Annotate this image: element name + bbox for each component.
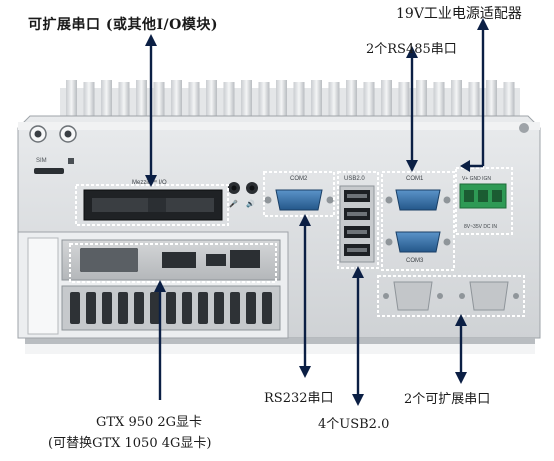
heatsink-fin bbox=[381, 80, 392, 120]
mic-icon: 🎤 bbox=[229, 199, 238, 208]
mezzio-io-slot bbox=[83, 189, 223, 221]
gpu-vent bbox=[70, 292, 80, 324]
sim-label: SIM bbox=[36, 158, 47, 164]
label-usb: 4个USB2.0 bbox=[318, 417, 390, 432]
highlight-gpu bbox=[69, 243, 277, 283]
heatsink-fin bbox=[171, 80, 182, 120]
front-buttons bbox=[29, 123, 529, 143]
arrow-heads bbox=[145, 18, 489, 406]
highlight-expansion bbox=[377, 275, 525, 317]
gpu-vent bbox=[150, 292, 160, 324]
gpu-vent bbox=[86, 292, 96, 324]
sim-slot bbox=[34, 158, 74, 174]
com1-port bbox=[385, 189, 451, 211]
highlight-boxes bbox=[69, 167, 525, 317]
heatsink-fin bbox=[258, 82, 270, 122]
gpu-vent bbox=[246, 292, 256, 324]
heatsink-fin bbox=[223, 82, 235, 122]
gpu-bay bbox=[17, 231, 289, 339]
power-terminal-block bbox=[459, 183, 507, 209]
usb-panel-label: USB2.0 bbox=[344, 176, 365, 182]
gpu-vent bbox=[182, 292, 192, 324]
heatsink-fin bbox=[241, 80, 252, 120]
label-expansion-top: 可扩展串口 (或其他I/O模块) bbox=[28, 17, 218, 33]
gpu-vent bbox=[198, 292, 208, 324]
highlight-power bbox=[455, 167, 513, 235]
label-rs485: 2个RS485串口 bbox=[366, 42, 457, 57]
label-gpu: GTX 950 2G显卡 bbox=[96, 415, 203, 430]
gpu-vent bbox=[118, 292, 128, 324]
heatsink-fin bbox=[188, 82, 200, 122]
gpu-vent bbox=[262, 292, 272, 324]
highlight-com2 bbox=[263, 171, 335, 217]
com1-label: COM1 bbox=[406, 176, 424, 182]
gpu-vent bbox=[166, 292, 176, 324]
com2-label: COM2 bbox=[290, 176, 308, 182]
heatsink-fin bbox=[433, 82, 445, 122]
label-expansion-right: 2个可扩展串口 bbox=[404, 392, 491, 407]
heatsink-fin bbox=[486, 80, 497, 120]
heatsink-fin bbox=[451, 80, 462, 120]
heatsink-fin bbox=[83, 82, 95, 122]
com2-port bbox=[264, 189, 334, 211]
gpu-vent bbox=[134, 292, 144, 324]
heatsink-fin bbox=[66, 80, 77, 120]
heatsink-fin bbox=[398, 82, 410, 122]
heatsink-fin bbox=[328, 82, 340, 122]
label-gpu-alt: (可替换GTX 1050 4G显卡) bbox=[48, 436, 212, 451]
com3-label: COM3 bbox=[406, 258, 424, 264]
heatsink-fin bbox=[293, 82, 305, 122]
highlight-rs485 bbox=[381, 171, 455, 271]
heatsink-fin bbox=[136, 80, 147, 120]
heatsink-fin bbox=[468, 82, 480, 122]
label-power-adapter: 19V工业电源适配器 bbox=[396, 6, 522, 22]
heatsink-fin bbox=[311, 80, 322, 120]
heatsink-fin bbox=[153, 82, 165, 122]
speaker-icon: 🔊 bbox=[246, 199, 255, 208]
heatsink-fin bbox=[276, 80, 287, 120]
power-range-label: 8V~35V DC IN bbox=[464, 224, 497, 230]
audio-jacks bbox=[228, 182, 258, 194]
heatsink-fin bbox=[416, 80, 427, 120]
heatsink-fin bbox=[346, 80, 357, 120]
gpu-vent bbox=[230, 292, 240, 324]
com3-port bbox=[385, 231, 451, 253]
callout-arrows bbox=[149, 24, 485, 402]
label-rs232: RS232串口 bbox=[264, 391, 334, 406]
heatsink-fin bbox=[101, 80, 112, 120]
usb-ports bbox=[339, 185, 375, 263]
heatsink-fin bbox=[206, 80, 217, 120]
gpu-vent bbox=[102, 292, 112, 324]
heatsink-fin bbox=[503, 82, 515, 122]
expansion-covers bbox=[383, 281, 519, 311]
power-pins-label: V+ GND IGN bbox=[462, 176, 491, 182]
gpu-vent bbox=[214, 292, 224, 324]
heatsink-fin bbox=[118, 82, 130, 122]
heatsink-fin bbox=[363, 82, 375, 122]
